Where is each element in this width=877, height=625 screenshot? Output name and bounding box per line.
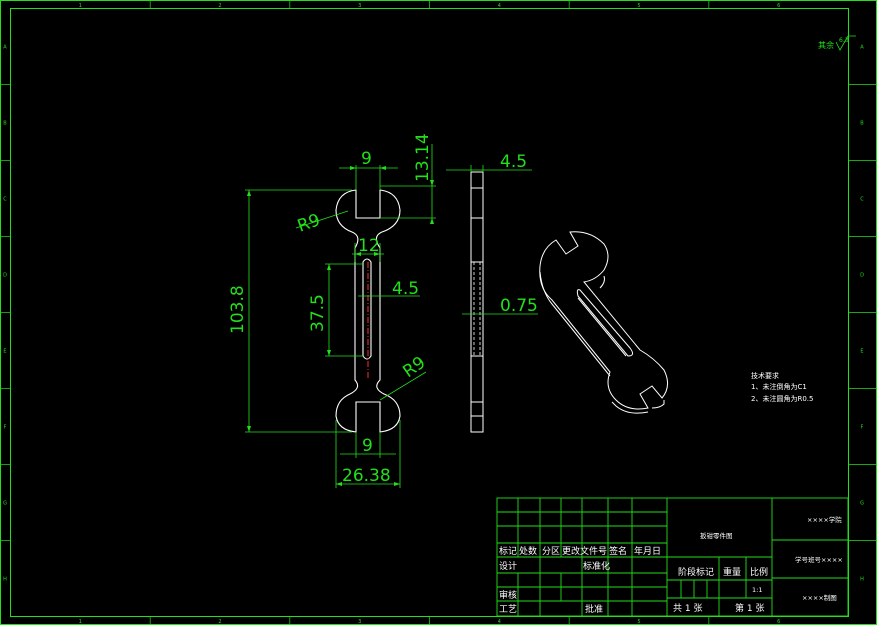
zone-label-bottom: 6 — [777, 619, 780, 625]
dim-slot-length: 37.5 — [308, 294, 328, 332]
title-block-signature: ××××制图 — [802, 593, 837, 602]
dim-handle-width: 12 — [358, 236, 380, 256]
roughness-symbol-icon — [835, 35, 856, 51]
title-block-part-name: 扳钳零件图 — [700, 531, 733, 540]
svg-text:年月日: 年月日 — [634, 545, 661, 557]
notes-item-1: 1、未注倒角为C1 — [751, 382, 807, 391]
title-block-scale-label: 比例 — [750, 566, 768, 578]
dim-overall-length: 103.8 — [228, 285, 248, 334]
zone-label-right: B — [860, 121, 864, 127]
zone-label-left: F — [4, 425, 7, 431]
dim-bottom-radius: R9 — [399, 353, 429, 382]
title-block-school: ××××学院 — [807, 515, 842, 524]
svg-text:分区: 分区 — [542, 546, 560, 557]
zone-label-right: A — [860, 45, 864, 51]
title-block-sheet-no: 第 1 张 — [735, 602, 764, 614]
notes-title: 技术要求 — [751, 371, 779, 380]
title-block-headers: 标记 处数 分区 更改文件号 签名 年月日 — [499, 545, 661, 557]
notes-item-2: 2、未注圆角为R0.5 — [751, 394, 813, 403]
roughness-value: 6.3 — [839, 37, 849, 44]
title-block-approve: 批准 — [585, 603, 603, 615]
zone-label-bottom: 2 — [218, 619, 221, 625]
inner-frame — [10, 8, 849, 617]
roughness-label: 其余 — [818, 40, 834, 50]
title-block-standardize: 标准化 — [583, 560, 610, 572]
zone-label-left: A — [3, 45, 7, 51]
zone-label-left: E — [3, 349, 6, 355]
front-view-dimension-arrows — [247, 166, 434, 486]
zone-label-top: 6 — [777, 3, 780, 9]
dim-top-slot-depth: 13.14 — [413, 133, 433, 182]
zone-label-top: 2 — [218, 3, 221, 9]
title-block-student: 学号班号×××× — [795, 555, 843, 564]
zone-label-bottom: 3 — [358, 619, 361, 625]
zone-label-bottom: 4 — [498, 619, 501, 625]
zone-label-top: 1 — [79, 3, 82, 9]
dim-relief-depth: 0.75 — [500, 296, 538, 316]
zone-label-right: F — [861, 425, 864, 431]
title-block-lines — [496, 497, 849, 617]
zone-label-top: 5 — [637, 3, 640, 9]
zone-label-right: E — [860, 349, 863, 355]
svg-text:更改文件号: 更改文件号 — [562, 545, 607, 557]
zone-label-right: D — [860, 273, 864, 279]
side-view-dimension-lines — [446, 165, 538, 315]
title-block-review: 审核 — [499, 589, 517, 601]
front-view-dimension-lines — [245, 144, 436, 488]
title-block-process: 工艺 — [499, 604, 517, 615]
zone-label-bottom: 1 — [79, 619, 82, 625]
zone-label-right: C — [860, 197, 864, 203]
svg-text:处数: 处数 — [519, 545, 537, 557]
zone-label-top: 4 — [498, 3, 501, 9]
wrench-isometric-view — [539, 231, 668, 414]
svg-text:标记: 标记 — [499, 545, 517, 557]
zone-label-right: G — [860, 501, 864, 507]
zone-label-left: B — [3, 121, 7, 127]
dim-slot-width: 4.5 — [392, 279, 419, 299]
dim-top-slot-width: 9 — [361, 149, 372, 169]
zone-label-left: C — [3, 197, 7, 203]
wrench-side-view-hidden — [473, 262, 481, 356]
title-block-total-sheets: 共 1 张 — [673, 603, 702, 614]
zone-label-top: 3 — [358, 3, 361, 9]
dim-bottom-slot-width: 9 — [362, 436, 373, 456]
zone-label-left: D — [3, 273, 7, 279]
title-block-stage-label: 阶段标记 — [678, 566, 714, 578]
dim-thickness: 4.5 — [500, 152, 527, 172]
svg-text:签名: 签名 — [609, 545, 627, 557]
zone-label-right: H — [860, 577, 864, 583]
zone-label-left: G — [3, 501, 7, 507]
title-block-design: 设计 — [499, 560, 517, 572]
zone-label-bottom: 5 — [637, 619, 640, 625]
title-block-weight-label: 重量 — [723, 566, 741, 578]
dim-top-radius: R9 — [295, 210, 323, 237]
wrench-side-view — [470, 171, 484, 433]
dim-overall-width: 26.38 — [342, 466, 391, 486]
zone-label-left: H — [3, 577, 7, 583]
title-block-scale-value: 1:1 — [752, 586, 762, 594]
